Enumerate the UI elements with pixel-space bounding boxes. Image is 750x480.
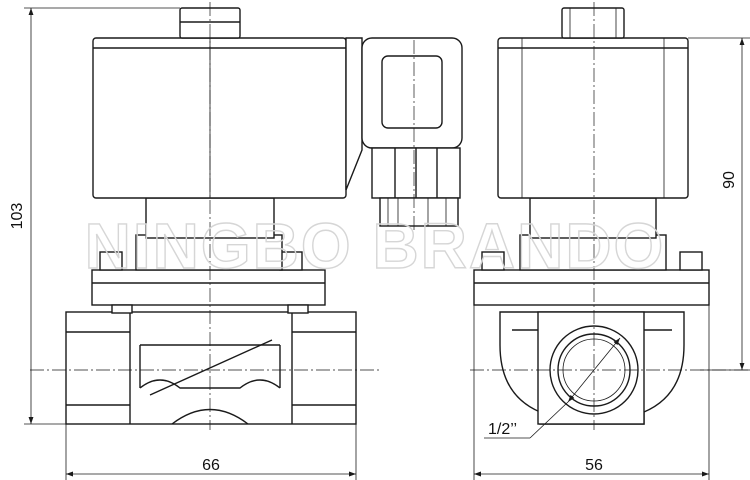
front-din-connector — [345, 37, 463, 227]
front-centerlines — [30, 2, 415, 430]
dimension-66: 66 — [65, 424, 357, 480]
dimension-103: 103 — [9, 7, 180, 425]
front-coil — [92, 7, 347, 199]
watermark-text: NINGBO BRANDO — [85, 210, 666, 282]
side-armature-tube — [529, 197, 657, 239]
dimension-90: 90 — [688, 37, 750, 371]
dimension-56: 56 — [473, 305, 710, 480]
dimension-label-56: 56 — [585, 457, 603, 474]
dimension-label-90: 90 — [721, 171, 738, 189]
dimension-label-103: 103 — [9, 203, 26, 230]
front-flange — [91, 234, 326, 314]
dimension-label-port-size: 1/2’’ — [488, 421, 517, 438]
side-coil — [497, 7, 689, 199]
front-valve-body — [65, 311, 357, 425]
side-flange — [473, 234, 710, 306]
front-view — [30, 2, 463, 430]
dimension-label-66: 66 — [202, 457, 220, 474]
dimension-port-size: 1/2’’ — [484, 337, 621, 439]
